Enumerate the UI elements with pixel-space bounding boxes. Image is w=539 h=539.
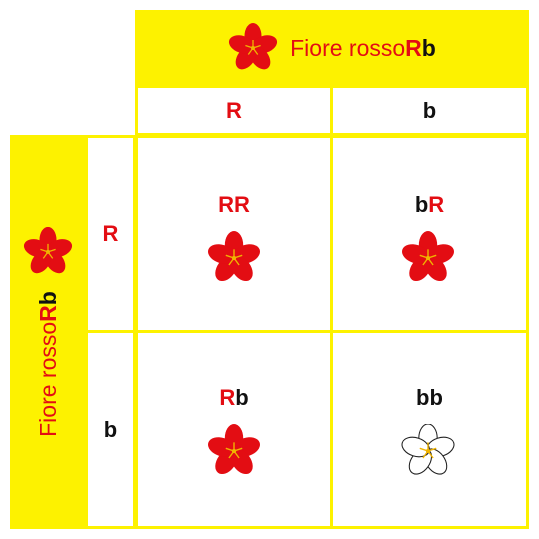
allele-b: R bbox=[428, 192, 445, 217]
top-parent-allele1: R bbox=[405, 34, 422, 61]
allele-a: R bbox=[218, 192, 234, 217]
genotype-label: Rb bbox=[138, 385, 330, 411]
allele-a: b bbox=[416, 385, 430, 410]
allele-b: b bbox=[429, 385, 443, 410]
genotype-label: RR bbox=[138, 192, 330, 218]
red-flower-icon bbox=[207, 424, 261, 478]
left-parent-label: Fiore rosso R b bbox=[23, 227, 73, 437]
red-flower-icon bbox=[23, 227, 73, 278]
genotype-label: bR bbox=[333, 192, 526, 218]
allele-a: R bbox=[219, 385, 236, 410]
offspring-cell-rr: RR bbox=[138, 138, 330, 330]
allele-a: b bbox=[414, 192, 429, 217]
red-flower-icon bbox=[207, 231, 261, 285]
left-parent-allele2: b bbox=[34, 291, 61, 306]
top-parent-label: Fiore rosso R b bbox=[135, 10, 529, 86]
column-allele-2: b bbox=[333, 88, 526, 133]
left-parent-header: Fiore rosso R b bbox=[10, 135, 86, 529]
offspring-cell-rb: Rb bbox=[138, 333, 330, 526]
top-parent-allele2: b bbox=[421, 34, 436, 61]
row-allele-1: R bbox=[88, 138, 133, 330]
left-parent-text: Fiore rosso bbox=[34, 321, 61, 437]
row-allele-2: b bbox=[88, 333, 133, 526]
left-parent-allele1: R bbox=[34, 305, 61, 322]
column-allele-1: R bbox=[138, 88, 330, 133]
offspring-cell-bb: bb bbox=[333, 333, 526, 526]
top-parent-text: Fiore rosso bbox=[290, 34, 406, 61]
white-flower-icon bbox=[401, 424, 455, 478]
allele-b: R bbox=[234, 192, 250, 217]
offspring-cell-br: bR bbox=[333, 138, 526, 330]
allele-b: b bbox=[235, 385, 249, 410]
red-flower-icon bbox=[401, 231, 455, 285]
red-flower-icon bbox=[228, 23, 279, 73]
top-parent-header: Fiore rosso R b bbox=[135, 10, 529, 86]
genotype-label: bb bbox=[333, 385, 526, 411]
